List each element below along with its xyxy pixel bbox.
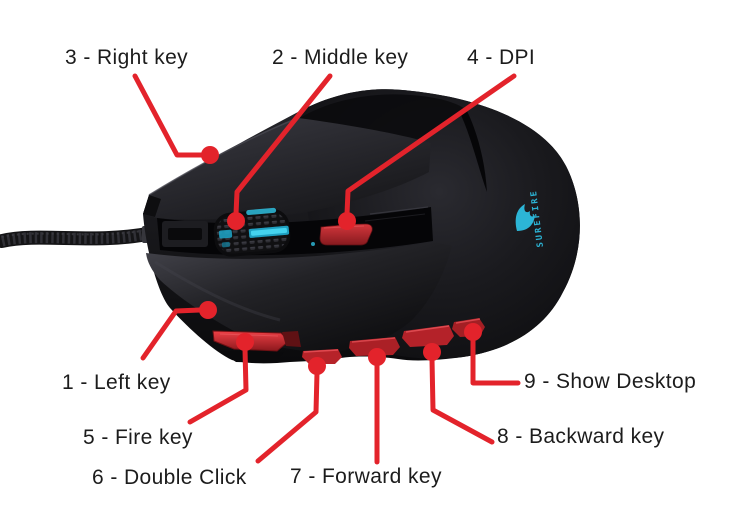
show-desktop-highlight xyxy=(455,318,481,324)
button-plate xyxy=(143,118,431,220)
marker-dot-middle-key xyxy=(227,212,245,230)
marker-dot-show-desktop xyxy=(464,323,482,341)
leader-line-right-key xyxy=(132,73,205,158)
marker-dot-backward-key xyxy=(423,343,441,361)
label-forward-key: 7 - Forward key xyxy=(290,465,442,488)
leader-line-backward-key xyxy=(429,356,495,445)
marker-dot-double-click xyxy=(308,357,326,375)
leader-line-dpi xyxy=(344,73,517,217)
led-dot xyxy=(311,242,315,246)
side-ridge xyxy=(460,109,487,192)
label-right-key: 3 - Right key xyxy=(65,46,189,69)
leader-line-double-click xyxy=(255,370,320,464)
marker-dot-fire-key xyxy=(236,333,254,351)
double-click-highlight xyxy=(303,349,339,353)
wheel-glow-left-2 xyxy=(221,241,231,248)
leader-line-middle-key xyxy=(233,73,333,217)
marker-dot-left-key xyxy=(199,301,217,319)
forward-highlight xyxy=(351,337,396,343)
fire-key-shadow-edge xyxy=(282,331,301,347)
band-gloss-streak xyxy=(369,206,429,215)
leader-line-fire-key xyxy=(187,346,249,425)
band-left-slot xyxy=(168,228,202,240)
front-lip xyxy=(220,351,284,363)
band-gloss-streak-2 xyxy=(364,213,426,222)
plate-left-cap xyxy=(143,195,161,217)
plate-rim-highlight xyxy=(148,117,299,196)
label-show-desktop: 9 - Show Desktop xyxy=(524,370,697,393)
shell-sheen xyxy=(154,260,281,322)
wheel-glow-left xyxy=(218,229,233,239)
leader-line-show-desktop xyxy=(470,336,521,386)
leader-line-left-key xyxy=(140,307,203,361)
label-double-click: 6 - Double Click xyxy=(92,466,247,489)
label-middle-key: 2 - Middle key xyxy=(272,46,409,69)
label-fire-key: 5 - Fire key xyxy=(83,426,193,449)
wheel-glow-core xyxy=(250,227,287,236)
scroll-wheel xyxy=(213,207,291,257)
marker-dot-forward-key xyxy=(368,348,386,366)
marker-dot-dpi xyxy=(338,212,356,230)
wheel-glow-top xyxy=(246,207,277,216)
leader-lines xyxy=(132,73,521,465)
surefire-claw-icon xyxy=(515,204,535,231)
marker-dot-right-key xyxy=(201,146,219,164)
label-backward-key: 8 - Backward key xyxy=(497,425,665,448)
front-shell xyxy=(146,242,452,352)
label-left-key: 1 - Left key xyxy=(62,371,171,394)
marker-dots xyxy=(199,146,482,375)
label-dpi: 4 - DPI xyxy=(467,46,536,69)
backward-highlight xyxy=(405,325,450,333)
